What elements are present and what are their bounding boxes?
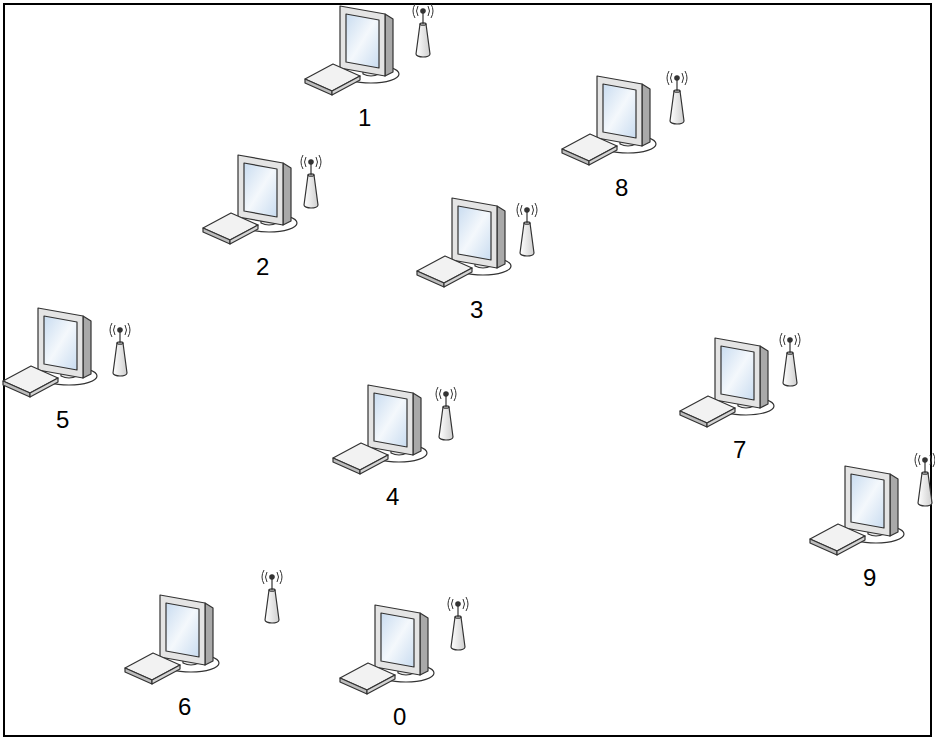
wireless-antenna — [301, 155, 321, 208]
keyboard-edge — [333, 458, 360, 474]
monitor-side — [760, 346, 768, 408]
wireless-antenna — [667, 71, 687, 124]
monitor-side — [83, 316, 91, 378]
monitor-side — [420, 613, 428, 675]
signal-waves — [517, 203, 537, 217]
monitor-side — [642, 84, 650, 146]
monitor-body — [715, 338, 760, 408]
monitor-body — [160, 595, 205, 665]
keyboard-edge — [680, 411, 707, 427]
wireless-antenna — [262, 570, 282, 623]
signal-waves — [413, 4, 433, 18]
computer-icon — [3, 308, 130, 397]
callout-number: 2 — [256, 254, 269, 280]
monitor-body — [597, 76, 642, 146]
computer-icon — [125, 570, 282, 684]
signal-waves — [915, 453, 935, 467]
keyboard-edge — [3, 381, 30, 397]
keyboard-edge — [444, 268, 472, 287]
keyboard-edge — [837, 536, 865, 555]
keyboard-edge — [125, 668, 152, 684]
signal-waves — [667, 71, 687, 85]
signal-waves — [110, 323, 130, 337]
keyboard-edge — [152, 665, 180, 684]
keyboard-edge — [332, 76, 360, 95]
keyboard-edge — [230, 225, 258, 244]
computer-icon — [333, 385, 456, 474]
computer-icon — [340, 597, 468, 694]
callout-number: 1 — [358, 105, 371, 131]
callout-number: 8 — [615, 175, 628, 201]
monitor-side — [205, 603, 213, 665]
keyboard-edge — [367, 675, 395, 694]
computer-icon — [417, 198, 537, 287]
monitor-body — [845, 466, 890, 536]
computer-icon — [203, 155, 321, 244]
callout-number: 6 — [178, 694, 191, 720]
keyboard-edge — [562, 149, 589, 165]
wireless-antenna — [413, 4, 433, 57]
wireless-antenna — [915, 453, 935, 506]
keyboard-edge — [340, 678, 367, 694]
monitor-body — [375, 605, 420, 675]
monitor-body — [452, 198, 497, 268]
callout-number: 7 — [733, 437, 746, 463]
keyboard-edge — [810, 539, 837, 555]
keyboard-edge — [589, 146, 617, 165]
monitor-body — [340, 6, 385, 76]
monitor-body — [238, 155, 283, 225]
monitor-body — [38, 308, 83, 378]
monitor-side — [890, 474, 898, 536]
wireless-antenna — [780, 333, 800, 386]
wireless-antenna — [517, 203, 537, 256]
monitor-screen — [458, 206, 491, 260]
callout-number: 3 — [470, 297, 483, 323]
signal-waves — [780, 333, 800, 347]
monitor-screen — [374, 393, 407, 447]
keyboard-edge — [707, 408, 735, 427]
keyboard-edge — [203, 228, 230, 244]
wireless-antenna — [110, 323, 130, 376]
signal-waves — [448, 597, 468, 611]
computer-icon — [810, 453, 935, 555]
monitor-side — [413, 393, 421, 455]
monitor-side — [283, 163, 291, 225]
computer-icon — [305, 4, 433, 95]
monitor-screen — [851, 474, 884, 528]
callout-number: 4 — [386, 484, 399, 510]
monitor-screen — [346, 14, 379, 68]
signal-waves — [301, 155, 321, 169]
monitor-screen — [603, 84, 636, 138]
monitor-screen — [166, 603, 199, 657]
monitor-screen — [721, 346, 754, 400]
monitor-side — [385, 14, 393, 76]
keyboard-edge — [30, 378, 58, 397]
callout-number: 9 — [863, 565, 876, 591]
callout-number: 0 — [393, 704, 406, 730]
monitor-screen — [44, 316, 77, 370]
keyboard-edge — [305, 79, 332, 95]
keyboard-edge — [360, 455, 388, 474]
signal-waves — [262, 570, 282, 584]
monitor-body — [368, 385, 413, 455]
computer-icon — [680, 333, 800, 427]
callout-number: 5 — [56, 407, 69, 433]
monitor-screen — [244, 163, 277, 217]
wireless-antenna — [436, 387, 456, 440]
monitor-screen — [381, 613, 414, 667]
computer-icon — [562, 71, 687, 165]
monitor-side — [497, 206, 505, 268]
signal-waves — [436, 387, 456, 401]
keyboard-edge — [417, 271, 444, 287]
frame-border — [4, 4, 931, 736]
wireless-antenna — [448, 597, 468, 650]
